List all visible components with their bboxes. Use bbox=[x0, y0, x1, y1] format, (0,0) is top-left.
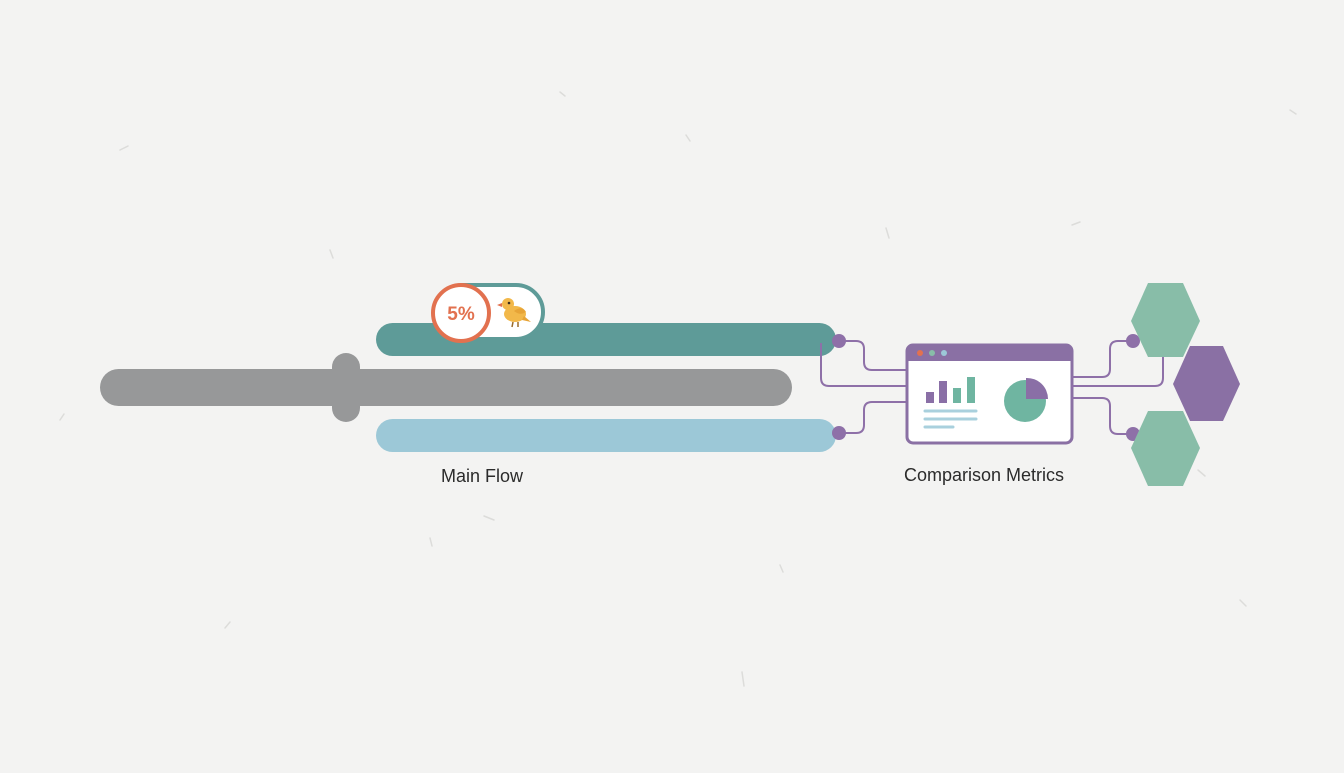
connector-node-top bbox=[832, 334, 846, 348]
hexagon-top bbox=[1131, 283, 1200, 357]
background-texture bbox=[59, 91, 1297, 687]
window-dot-green bbox=[929, 350, 935, 356]
split-marker bbox=[332, 353, 360, 422]
main-flow-track bbox=[100, 353, 792, 422]
window-dot-red bbox=[917, 350, 923, 356]
hexagon-middle bbox=[1173, 346, 1240, 421]
hexagon-bottom bbox=[1131, 411, 1200, 486]
connector-node-right-top bbox=[1126, 334, 1140, 348]
connector-node-bottom bbox=[832, 426, 846, 440]
main-flow-label: Main Flow bbox=[441, 466, 524, 486]
canary-percent-text: 5% bbox=[447, 304, 475, 325]
comparison-metrics-label: Comparison Metrics bbox=[904, 465, 1065, 485]
text-lines bbox=[923, 409, 978, 429]
percent-ring bbox=[431, 283, 491, 343]
bar-chart-icon bbox=[926, 377, 975, 403]
pie-chart-icon bbox=[1004, 377, 1048, 422]
stable-track bbox=[376, 419, 836, 452]
window-dot-blue bbox=[941, 350, 947, 356]
metrics-dashboard-window bbox=[905, 343, 1074, 445]
bird-icon bbox=[497, 298, 531, 328]
left-connectors bbox=[820, 340, 908, 434]
canary-badge: 5% bbox=[431, 283, 545, 343]
